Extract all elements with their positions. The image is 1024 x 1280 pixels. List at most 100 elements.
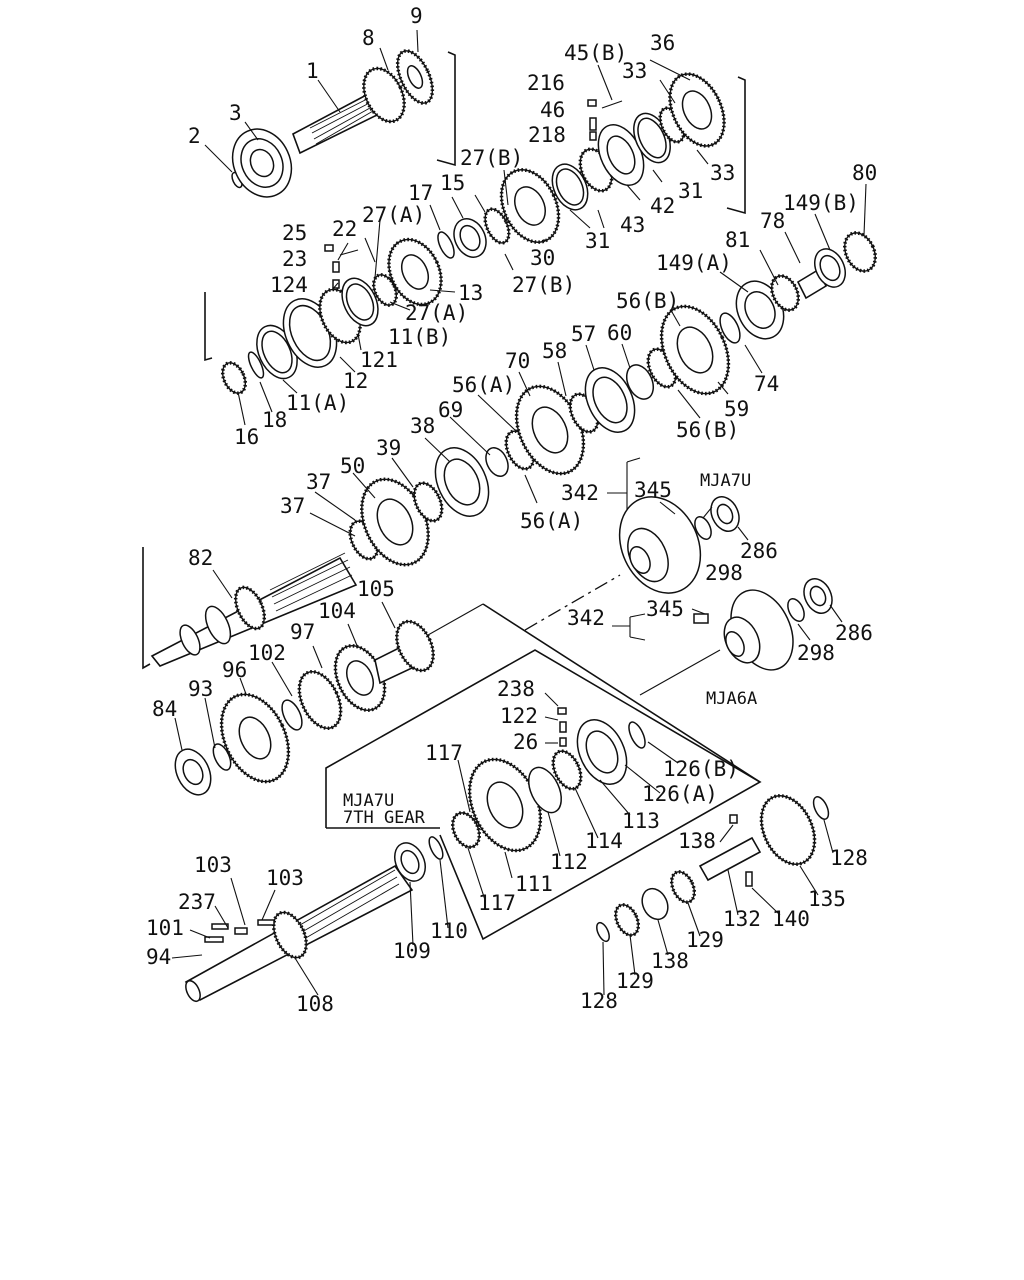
- part-label: 113: [622, 809, 660, 833]
- part-label: 81: [725, 228, 750, 252]
- part-label: 60: [607, 321, 632, 345]
- part-label: 132: [723, 907, 761, 931]
- part-label: 124: [270, 273, 308, 297]
- part-label: 25: [282, 221, 307, 245]
- part-label: 237: [178, 890, 216, 914]
- part-label: 56(A): [520, 509, 583, 533]
- left-synchro-set: [220, 237, 443, 395]
- part-label: 108: [296, 992, 334, 1016]
- part-label: 33: [622, 59, 647, 83]
- part-label: 149(A): [656, 251, 732, 275]
- part-label: 121: [360, 348, 398, 372]
- part-label: 128: [580, 989, 618, 1013]
- part-label: 298: [705, 561, 743, 585]
- part-labels: 1 2 3 8 9 45(B) 36 216 33 46 218 33 27(B…: [146, 4, 877, 1016]
- part-label: 286: [740, 539, 778, 563]
- part-label: 78: [760, 209, 785, 233]
- output-flanges: [618, 496, 833, 671]
- part-label: 46: [540, 98, 565, 122]
- counter-gears: [174, 619, 435, 796]
- part-label: 56(B): [676, 418, 739, 442]
- part-label: 27(A): [405, 301, 468, 325]
- part-label: 135: [808, 887, 846, 911]
- part-label: 96: [222, 658, 247, 682]
- part-label: 101: [146, 916, 184, 940]
- part-label: 45(B): [564, 41, 627, 65]
- part-label: 97: [290, 620, 315, 644]
- part-label: 149(B): [783, 191, 859, 215]
- part-label: 138: [678, 829, 716, 853]
- part-label: 126(B): [663, 757, 739, 781]
- part-label: 103: [266, 866, 304, 890]
- part-label: 50: [340, 454, 365, 478]
- part-label: 70: [505, 349, 530, 373]
- main-shaft-gears: [348, 304, 731, 567]
- part-label: 59: [724, 397, 749, 421]
- part-label: 58: [542, 339, 567, 363]
- part-label: 39: [376, 436, 401, 460]
- part-label: 345: [634, 478, 672, 502]
- part-label: 111: [515, 872, 553, 896]
- right-output-set: [719, 231, 877, 344]
- part-label: 129: [686, 928, 724, 952]
- part-label: 37: [280, 494, 305, 518]
- main-shaft-82: [150, 552, 358, 667]
- variant-tag-7th-model: MJA7U: [343, 791, 394, 811]
- part-label: 8: [362, 26, 375, 50]
- part-label: 114: [585, 829, 623, 853]
- part-label: 286: [835, 621, 873, 645]
- part-label: 128: [830, 846, 868, 870]
- part-label: 109: [393, 939, 431, 963]
- seventh-gear-parts: [450, 707, 646, 853]
- variant-tag-mja6a: MJA6A: [706, 689, 757, 709]
- part-label: 140: [772, 907, 810, 931]
- variant-tags: MJA7U MJA6A MJA7U 7TH GEAR: [343, 471, 757, 828]
- part-label: 298: [797, 641, 835, 665]
- part-label: 93: [188, 677, 213, 701]
- part-label: 117: [478, 891, 516, 915]
- part-label: 122: [500, 704, 538, 728]
- part-label: 56(A): [452, 373, 515, 397]
- part-label: 69: [438, 398, 463, 422]
- bottom-output-shaft: [184, 836, 444, 1003]
- part-label: 30: [530, 246, 555, 270]
- part-label: 11(A): [286, 391, 349, 415]
- part-label: 216: [527, 71, 565, 95]
- part-label: 3: [229, 101, 242, 125]
- part-label: 36: [650, 31, 675, 55]
- part-label: 110: [430, 919, 468, 943]
- part-label: 57: [571, 322, 596, 346]
- upper-gear-set: [437, 72, 726, 259]
- part-label: 12: [343, 369, 368, 393]
- part-label: 16: [234, 425, 259, 449]
- seventh-gear-box: [325, 574, 762, 941]
- reverse-idler: [596, 794, 830, 943]
- part-label: 342: [561, 481, 599, 505]
- part-label: 82: [188, 546, 213, 570]
- part-label: 105: [357, 577, 395, 601]
- part-label: 27(A): [362, 203, 425, 227]
- part-label: 126(A): [642, 782, 718, 806]
- part-label: 17: [408, 181, 433, 205]
- part-label: 27(B): [460, 146, 523, 170]
- part-label: 129: [616, 969, 654, 993]
- part-label: 342: [567, 606, 605, 630]
- part-label: 23: [282, 247, 307, 271]
- part-label: 42: [650, 194, 675, 218]
- part-label: 22: [332, 217, 357, 241]
- part-label: 26: [513, 730, 538, 754]
- part-label: 74: [754, 372, 779, 396]
- part-label: 15: [440, 171, 465, 195]
- part-label: 84: [152, 697, 177, 721]
- leader-lines: [171, 29, 867, 996]
- input-shaft-assembly: [231, 49, 435, 198]
- part-label: 103: [194, 853, 232, 877]
- part-label: 13: [458, 281, 483, 305]
- part-label: 56(B): [616, 289, 679, 313]
- part-label: 218: [528, 123, 566, 147]
- part-label: 27(B): [512, 273, 575, 297]
- group-brackets: [142, 51, 746, 670]
- part-label: 18: [262, 408, 287, 432]
- part-label: 31: [585, 229, 610, 253]
